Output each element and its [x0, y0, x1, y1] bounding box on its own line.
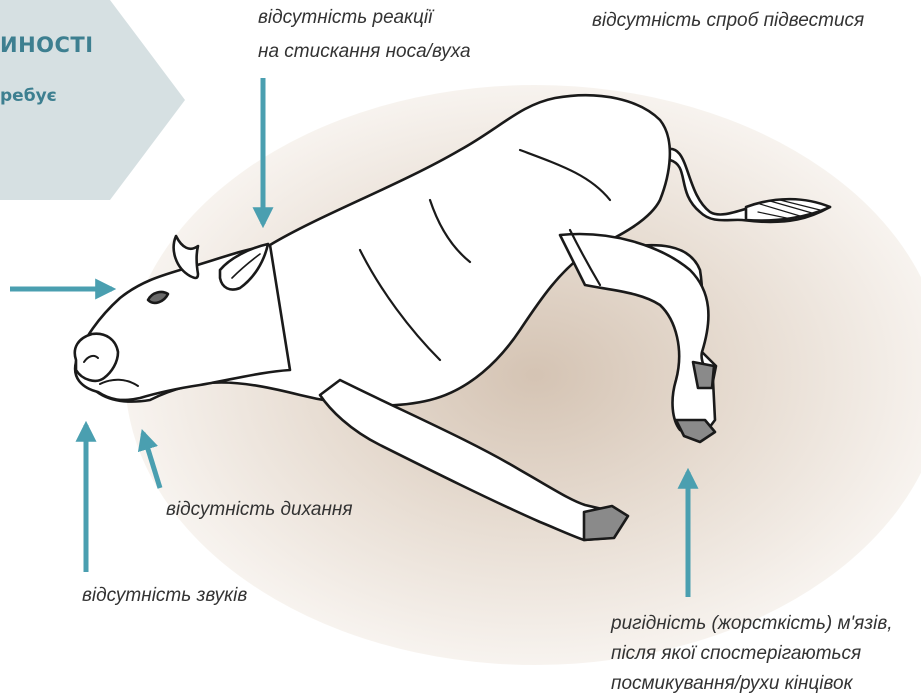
cow-hind-hoof-far	[693, 362, 714, 388]
label-rigidity-line2: після якої спостерігаються	[611, 640, 861, 667]
banner-title: ИНОСТІ	[0, 33, 94, 57]
label-no-breathing: відсутність дихання	[166, 496, 353, 523]
label-nose-reaction-line1: відсутність реакції	[258, 4, 432, 31]
label-rigidity-line1: ригідність (жорсткість) м'язів,	[611, 610, 893, 637]
label-nose-reaction-line2: на стискання носа/вуха	[258, 38, 471, 65]
banner-subtitle: ребує	[0, 86, 57, 106]
label-no-sounds: відсутність звуків	[82, 582, 247, 609]
label-rigidity-line3: посмикування/рухи кінцівок	[611, 670, 853, 697]
label-no-standing: відсутність спроб підвестися	[592, 7, 864, 34]
